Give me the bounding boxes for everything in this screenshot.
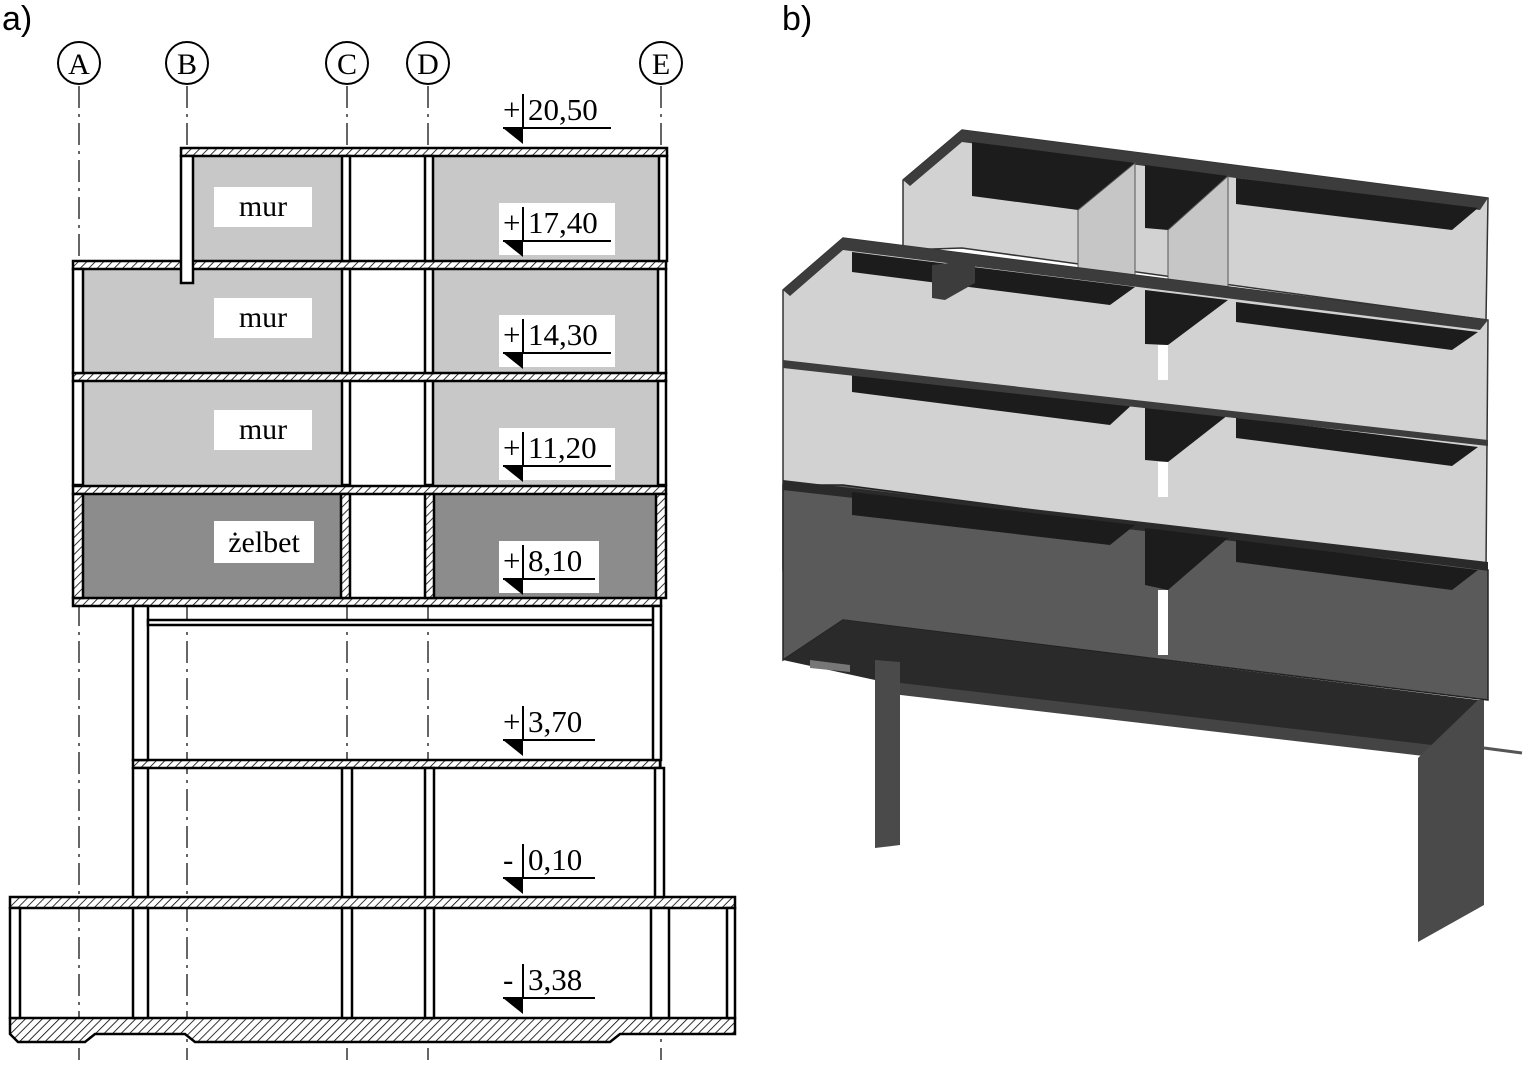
material-label-mur-low: mur bbox=[214, 410, 312, 450]
level-value: 8,10 bbox=[528, 543, 582, 578]
level-marker: +17,40 bbox=[499, 203, 615, 257]
material-label-mur-mid: mur bbox=[214, 298, 312, 338]
level-value: 3,38 bbox=[528, 962, 582, 997]
lower-walls bbox=[8, 604, 737, 1020]
svg-text:mur: mur bbox=[239, 301, 287, 334]
axis-marker-c: C bbox=[325, 41, 369, 85]
level-marker: +11,20 bbox=[499, 428, 615, 482]
level-sign: + bbox=[503, 543, 520, 578]
axis-marker-b: B bbox=[165, 41, 209, 85]
model-top-storey bbox=[902, 129, 1489, 321]
level-triangle bbox=[503, 241, 523, 257]
level-sign: + bbox=[503, 704, 520, 739]
svg-text:mur: mur bbox=[239, 190, 287, 223]
svg-text:mur: mur bbox=[239, 413, 287, 446]
level-triangle bbox=[503, 128, 523, 144]
svg-text:C: C bbox=[337, 48, 357, 81]
model-concrete-storey bbox=[782, 480, 1489, 701]
svg-text:A: A bbox=[68, 48, 90, 81]
level-triangle bbox=[503, 466, 523, 482]
concrete-walls bbox=[71, 492, 668, 600]
level-marker: +20,50 bbox=[499, 90, 615, 144]
level-triangle bbox=[503, 353, 523, 369]
svg-text:D: D bbox=[417, 48, 439, 81]
axis-marker-a: A bbox=[57, 41, 101, 85]
axis-marker-e: E bbox=[639, 41, 683, 85]
level-sign: + bbox=[503, 205, 520, 240]
level-sign: - bbox=[503, 962, 513, 997]
level-triangle bbox=[503, 740, 523, 756]
level-markers: +20,50+17,40+14,30+11,20+8,10+3,70-0,10-… bbox=[499, 90, 615, 1014]
level-sign: + bbox=[503, 430, 520, 465]
material-labels: mur mur mur żelbet bbox=[214, 187, 314, 563]
level-sign: + bbox=[503, 92, 520, 127]
floor-slabs bbox=[8, 146, 737, 1044]
level-value: 14,30 bbox=[528, 317, 598, 352]
axis-bubbles: A B C D E bbox=[57, 41, 683, 85]
level-value: 0,10 bbox=[528, 842, 582, 877]
level-marker: +8,10 bbox=[499, 541, 599, 595]
material-label-zelbet: żelbet bbox=[214, 521, 314, 563]
level-marker: +14,30 bbox=[499, 315, 615, 369]
svg-text:B: B bbox=[177, 48, 197, 81]
level-triangle bbox=[503, 579, 523, 595]
model-transfer-beam bbox=[783, 620, 1523, 942]
level-marker: -3,38 bbox=[499, 960, 599, 1014]
level-triangle bbox=[503, 998, 523, 1014]
section-drawing: a) A B C D E bbox=[2, 0, 737, 1060]
panel-a-label: a) bbox=[2, 0, 32, 38]
svg-text:żelbet: żelbet bbox=[228, 526, 300, 559]
panel-b-label: b) bbox=[782, 0, 812, 38]
level-value: 17,40 bbox=[528, 205, 598, 240]
walls bbox=[71, 154, 669, 487]
svg-text:E: E bbox=[652, 48, 670, 81]
axis-marker-d: D bbox=[406, 41, 450, 85]
structural-model-3d: b) bbox=[782, 0, 1523, 942]
level-value: 3,70 bbox=[528, 704, 582, 739]
level-sign: + bbox=[503, 317, 520, 352]
level-value: 11,20 bbox=[528, 430, 597, 465]
level-triangle bbox=[503, 878, 523, 894]
level-marker: +3,70 bbox=[499, 702, 599, 756]
level-marker: -0,10 bbox=[499, 840, 599, 894]
level-sign: - bbox=[503, 842, 513, 877]
material-label-mur-top: mur bbox=[214, 187, 312, 227]
level-value: 20,50 bbox=[528, 92, 598, 127]
